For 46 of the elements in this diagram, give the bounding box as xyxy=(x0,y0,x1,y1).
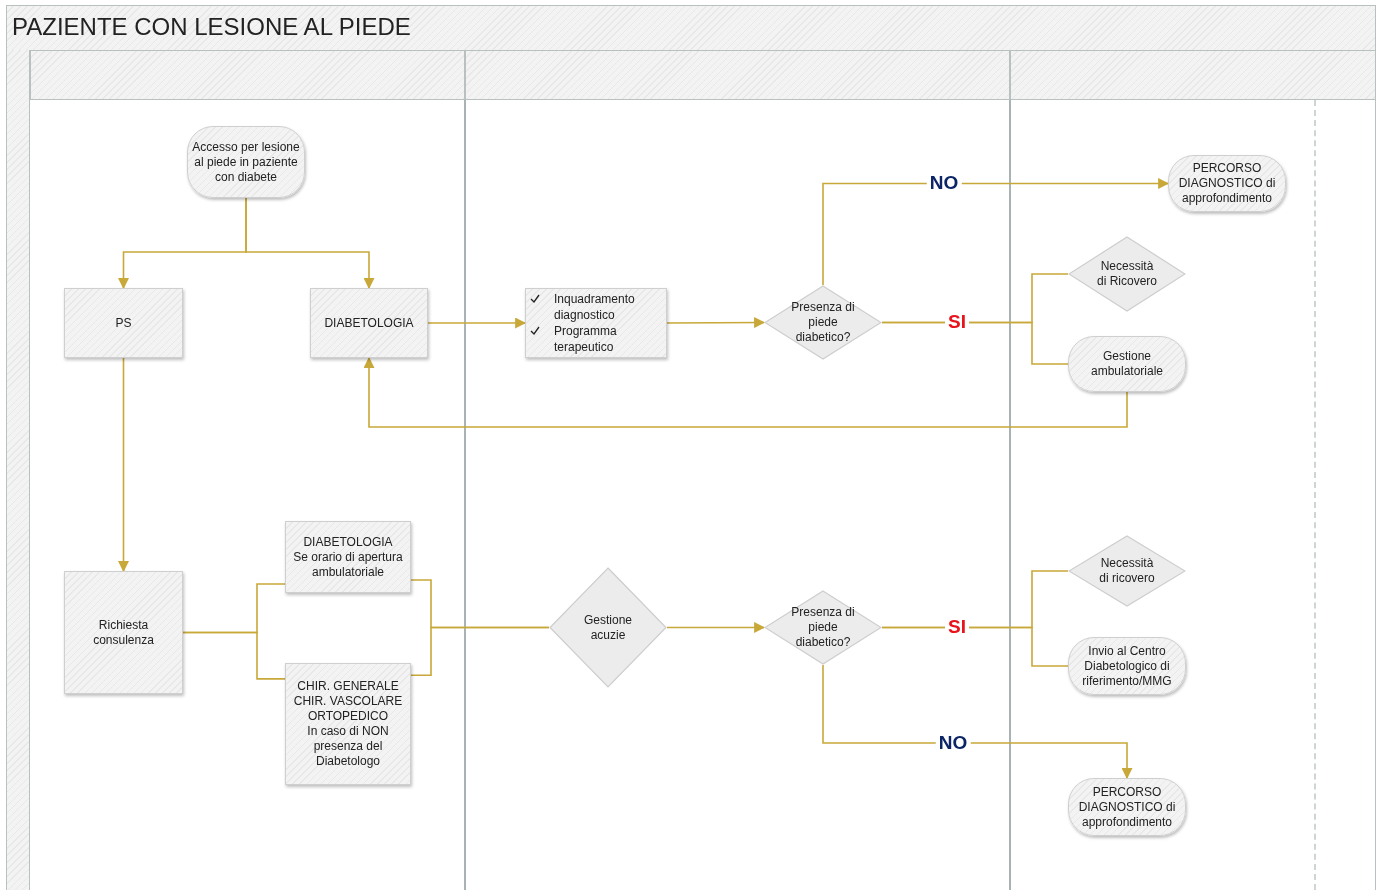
process-box xyxy=(285,663,411,785)
decision-diamond xyxy=(764,590,882,665)
node-text: Invio al Centro Diabetologico di riferimento/MMG xyxy=(1081,643,1173,689)
terminal-box xyxy=(1068,778,1186,836)
node-text: CHIR. VASCOLARE xyxy=(293,694,403,709)
connector-arrow xyxy=(666,622,766,633)
node-text: Inquadramento diagnostico xyxy=(554,291,636,323)
decision-diamond xyxy=(1068,535,1186,607)
node-text: Presenza di piede diabetico? xyxy=(791,300,855,345)
connector-arrow xyxy=(666,317,766,329)
process-box xyxy=(64,571,183,694)
node-text: PS xyxy=(115,315,132,331)
node-text: Se orario di apertura ambulatoriale xyxy=(292,549,404,580)
diagram-title: PAZIENTE CON LESIONE AL PIEDE xyxy=(12,12,411,42)
node-text: PERCORSO DIAGNOSTICO di approfondimento xyxy=(1177,161,1277,206)
decision-diamond xyxy=(764,285,882,360)
node-text: Necessità di Ricovero xyxy=(1096,259,1158,289)
connector-arrow xyxy=(245,197,375,290)
node-text: CHIR. GENERALE xyxy=(297,679,399,694)
process-box xyxy=(310,288,428,358)
node-text: Necessità di ricovero xyxy=(1098,556,1156,586)
node-text: ORTOPEDICO xyxy=(307,709,389,724)
node-text: DIABETOLOGIA xyxy=(324,315,414,331)
process-box xyxy=(64,288,183,358)
node-text: Gestione ambulatoriale xyxy=(1089,349,1164,379)
terminal-box xyxy=(1168,155,1286,212)
node-text: PERCORSO DIAGNOSTICO di approfondimento xyxy=(1077,784,1177,830)
node-text: In caso di NON presenza del Diabetologo xyxy=(306,724,390,769)
connector-arrow xyxy=(822,178,1170,286)
terminal-box xyxy=(187,126,305,198)
node-text: DIABETOLOGIA xyxy=(303,534,393,550)
process-box xyxy=(285,521,411,593)
node-text: Richiesta consulenza xyxy=(92,617,155,648)
node-text: Accesso per lesione al piede in paziente con diabete xyxy=(192,139,300,185)
decision-diamond xyxy=(1068,236,1186,312)
node-text: Gestione acuzie xyxy=(583,612,633,643)
checklist-box xyxy=(525,288,667,358)
connector-arrow xyxy=(822,664,1133,780)
terminal-box xyxy=(1068,336,1186,392)
node-text: Programma terapeutico xyxy=(554,323,618,355)
decision-diamond xyxy=(549,567,667,688)
terminal-box xyxy=(1068,637,1186,695)
node-text: Presenza di piede diabetico? xyxy=(791,605,855,650)
connector-arrow xyxy=(363,356,1128,428)
connector-arrow xyxy=(118,357,129,573)
connector-arrow xyxy=(427,317,527,329)
